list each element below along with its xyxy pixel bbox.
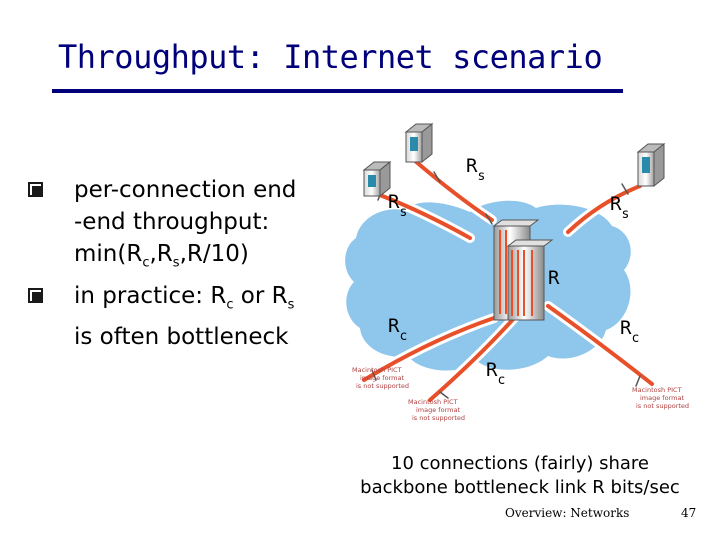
server-right [636,142,666,188]
client-link-left [359,313,499,385]
backbone-label: R [548,267,560,289]
client-link-bottom [425,311,521,405]
svg-text:is not supported: is not supported [636,402,689,410]
server-link-label: Rs [610,193,629,222]
router-icon [507,245,545,321]
title-underline [52,89,623,93]
links [359,155,657,405]
network-cloud [345,200,631,371]
client-placeholder-right: Macintosh PICT image format is not suppo… [632,386,689,410]
bullet-item-practice: in practice: Rc or Rs is often bottlenec… [28,280,358,354]
backbone-routers [492,219,554,321]
client-link-right [543,301,657,389]
server-link-top [409,155,497,225]
diagram-caption: 10 connections (fairly) share backbone b… [350,452,690,500]
client-placeholder-bottom: Macintosh PICT image format is not suppo… [408,398,465,422]
client-link-label: Rc [388,315,407,344]
bullet-box-icon [28,287,43,303]
bullet-line-2: is often bottleneck [74,324,289,351]
pict-placeholder-icon: Macintosh PICT [408,398,458,406]
bullet-line-1: per-connection end [74,177,297,203]
client-link-label: Rc [620,317,639,346]
footer-text: Overview: Networks [505,506,630,520]
client-placeholder-left: Macintosh PICT image format is not suppo… [352,366,409,390]
link-labels: Rs Rs Rs R Rc Rc Rc [388,155,639,388]
slide-title: Throughput: Internet scenario [58,38,603,76]
bullet-line-2: -end throughput: [74,209,270,235]
caption-line-1: 10 connections (fairly) share [391,453,649,474]
pict-placeholder-icon: Macintosh PICT [352,366,402,374]
bullet-line-1: in practice: Rc or Rs [74,282,295,313]
server-top [404,122,434,164]
svg-text:image format: image format [360,374,404,382]
page-number: 47 [681,506,697,520]
svg-text:is not supported: is not supported [356,382,409,390]
bullet-item-throughput: per-connection end -end throughput: min(… [28,174,358,280]
server-link-label: Rs [388,191,407,220]
bullet-line-3: min(Rc,Rs,R/10) [74,241,249,271]
svg-text:image format: image format [416,406,460,414]
server-link-right [563,181,645,237]
caption-line-2: backbone bottleneck link R bits/sec [360,477,680,498]
bullet-box-icon [28,182,43,197]
pict-placeholder-icon: Macintosh PICT [632,386,682,394]
svg-text:is not supported: is not supported [412,414,465,422]
bullet-list: per-connection end -end throughput: min(… [28,174,358,353]
server-left [362,160,392,198]
client-link-label: Rc [486,359,505,388]
server-link-label: Rs [466,155,485,184]
svg-text:image format: image format [640,394,684,402]
